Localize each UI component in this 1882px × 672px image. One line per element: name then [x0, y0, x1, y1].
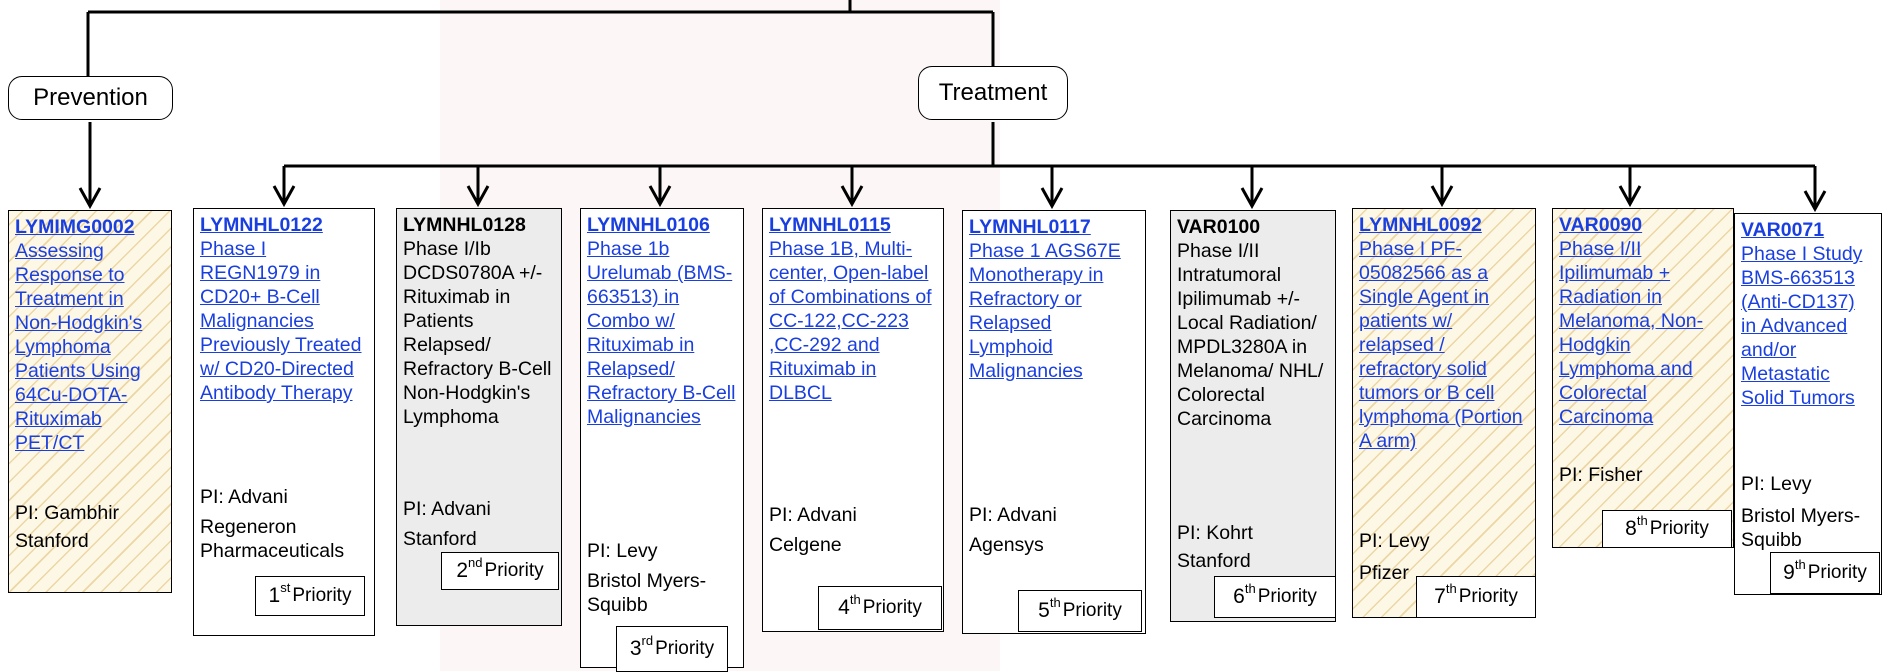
- trial-description[interactable]: Phase 1 AGS67E Monotherapy in Refractory…: [969, 240, 1121, 382]
- trial-code-link[interactable]: LYMIMG0002: [15, 216, 135, 238]
- sponsor: Celgene: [769, 534, 842, 556]
- trial-code-link[interactable]: LYMNHL0115: [769, 214, 891, 236]
- trial-code-link[interactable]: LYMNHL0106: [587, 214, 710, 236]
- treatment-node: Treatment: [918, 66, 1068, 120]
- arrow-head: [78, 187, 102, 210]
- principal-investigator: PI: Levy: [1741, 473, 1812, 495]
- trial-description: Phase I/Ib DCDS0780A +/- Rituximab in Pa…: [403, 238, 552, 428]
- trial-code-link[interactable]: LYMNHL0092: [1359, 214, 1482, 236]
- arrow-head: [840, 185, 864, 208]
- priority-rank: 5: [1038, 599, 1050, 622]
- trial-code-link[interactable]: VAR0071: [1741, 219, 1825, 241]
- trial-description[interactable]: Assessing Response to Treatment in Non-H…: [15, 240, 143, 454]
- arrow-head: [1618, 185, 1642, 208]
- priority-suffix: nd: [468, 554, 483, 570]
- sponsor: Bristol Myers-Squibb: [1741, 505, 1861, 551]
- priority-suffix: th: [1049, 594, 1061, 610]
- principal-investigator: PI: Fisher: [1559, 464, 1643, 486]
- principal-investigator: PI: Gambhir: [15, 502, 120, 524]
- priority-label: Priority: [292, 585, 352, 606]
- principal-investigator: PI: Levy: [1359, 530, 1430, 552]
- prevention-node: Prevention: [8, 76, 173, 120]
- priority-rank: 8: [1625, 517, 1637, 540]
- priority-label: Priority: [1807, 562, 1867, 583]
- trial-description[interactable]: Phase I REGN1979 in CD20+ B-Cell Maligna…: [200, 238, 362, 404]
- sponsor: Stanford: [15, 530, 89, 552]
- priority-suffix: th: [849, 591, 861, 607]
- principal-investigator: PI: Kohrt: [1177, 522, 1253, 544]
- priority-label: Priority: [1257, 586, 1317, 607]
- priority-label: Priority: [862, 597, 922, 618]
- priority-label: Priority: [1062, 600, 1122, 621]
- principal-investigator: PI: Advani: [403, 498, 491, 520]
- trial-code-link[interactable]: LYMNHL0117: [969, 216, 1091, 238]
- sponsor: Bristol Myers-Squibb: [587, 570, 707, 616]
- trial-description[interactable]: Phase I Study BMS-663513 (Anti-CD137) in…: [1741, 243, 1863, 409]
- principal-investigator: PI: Advani: [200, 486, 288, 508]
- priority-rank: 2: [456, 559, 469, 582]
- priority-suffix: st: [280, 579, 291, 595]
- trial-code-link[interactable]: LYMNHL0122: [200, 214, 323, 236]
- arrow-head: [1040, 187, 1064, 210]
- priority-label: Priority: [484, 560, 544, 581]
- priority-label: Priority: [1649, 518, 1709, 539]
- trial-description[interactable]: Phase 1b Urelumab (BMS-663513) in Combo …: [587, 238, 736, 428]
- principal-investigator: PI: Advani: [969, 504, 1057, 526]
- trial-code-link[interactable]: VAR0090: [1559, 214, 1643, 236]
- trial-description: Phase I/II Intratumoral Ipilimumab +/- L…: [1177, 240, 1324, 430]
- priority-label: Priority: [1458, 586, 1518, 607]
- trial-description[interactable]: Phase I/II Ipilimumab + Radiation in Mel…: [1559, 238, 1704, 428]
- arrow-head: [1240, 187, 1264, 210]
- trial-description[interactable]: Phase I PF-05082566 as a Single Agent in…: [1359, 238, 1523, 452]
- trial-code-link: LYMNHL0128: [403, 214, 526, 236]
- principal-investigator: PI: Advani: [769, 504, 857, 526]
- priority-rank: 3: [629, 637, 642, 660]
- priority-suffix: th: [1244, 580, 1256, 596]
- arrow-head: [1803, 190, 1827, 213]
- arrow-head: [466, 185, 490, 208]
- sponsor: Stanford: [403, 528, 477, 550]
- priority-rank: 9: [1783, 561, 1795, 584]
- arrow-head: [648, 185, 672, 208]
- arrow-head: [272, 185, 296, 208]
- sponsor: Stanford: [1177, 550, 1251, 572]
- sponsor: Agensys: [969, 534, 1044, 556]
- arrow-head: [1430, 185, 1454, 208]
- sponsor: Regeneron Pharmaceuticals: [200, 516, 345, 562]
- trial-code-link: VAR0100: [1177, 216, 1261, 238]
- priority-label: Priority: [655, 638, 715, 659]
- principal-investigator: PI: Levy: [587, 540, 658, 562]
- priority-rank: 7: [1434, 585, 1446, 608]
- trial-description[interactable]: Phase 1B, Multi-center, Open-label of Co…: [769, 238, 932, 404]
- sponsor: Pfizer: [1359, 562, 1409, 584]
- priority-rank: 4: [838, 596, 850, 619]
- priority-suffix: rd: [641, 632, 654, 648]
- priority-suffix: th: [1794, 556, 1806, 572]
- priority-suffix: th: [1445, 580, 1457, 596]
- priority-suffix: th: [1636, 512, 1648, 528]
- priority-rank: 1: [268, 584, 281, 607]
- priority-rank: 6: [1233, 585, 1245, 608]
